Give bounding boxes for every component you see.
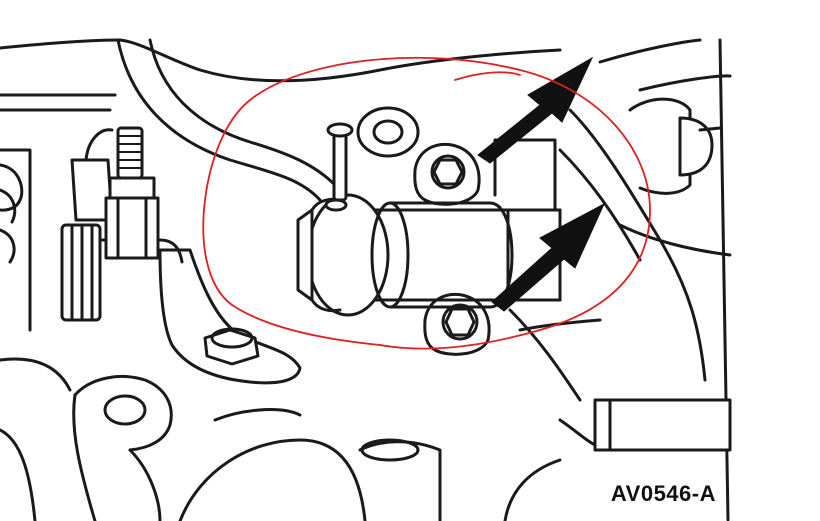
o-ring-washer — [356, 106, 420, 158]
vacuum-hose — [116, 38, 337, 202]
upper-pointer-arrow — [477, 56, 594, 164]
upper-manifold-outline — [0, 38, 732, 112]
figure-code: AV0546-A — [610, 481, 716, 506]
fuel-pressure-regulator — [296, 193, 562, 317]
red-highlight-circle — [202, 56, 651, 350]
left-fuel-rail — [0, 148, 184, 332]
lower-retaining-bolt — [423, 292, 491, 356]
right-components — [558, 38, 732, 521]
vacuum-port-pin — [324, 122, 354, 212]
upper-retaining-bolt — [413, 142, 481, 206]
mounting-bracket — [158, 248, 302, 385]
lower-pointer-arrow — [491, 202, 606, 312]
right-hose — [558, 108, 732, 382]
lower-intake-manifold — [0, 357, 562, 521]
electrical-connector — [70, 126, 160, 260]
